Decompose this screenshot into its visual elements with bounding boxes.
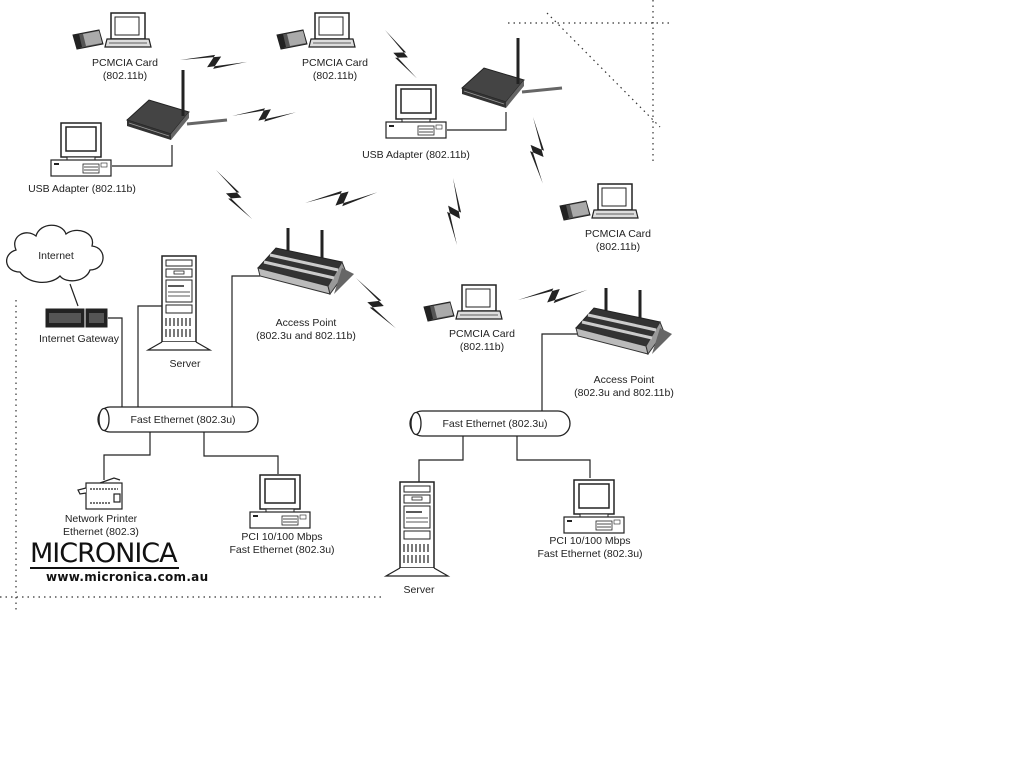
- label-line: (802.11b): [459, 341, 505, 353]
- internet-label: Internet: [36, 250, 76, 263]
- laptop-pcmcia-icon: [276, 12, 356, 50]
- wireless-bolt-icon: [506, 117, 570, 184]
- wireless-bolt-icon: [180, 31, 248, 91]
- label-line: (802.3u and 802.11b): [574, 387, 674, 399]
- label-line: (802.11b): [312, 70, 358, 82]
- label-line: Access Point: [275, 317, 337, 329]
- wireless-bolt-icon: [518, 261, 588, 329]
- pcmcia-card-label-4: PCMCIA Card (802.11b): [442, 328, 522, 354]
- server-tower-icon: [147, 255, 211, 351]
- label-line: PCI 10/100 Mbps: [241, 531, 323, 543]
- server-label-2: Server: [394, 584, 444, 597]
- label-line: Server: [169, 358, 201, 370]
- label-line: Ethernet (802.3): [63, 526, 139, 538]
- gateway-icon: [45, 308, 108, 328]
- wireless-bolt-icon: [372, 30, 430, 79]
- label-line: Internet: [38, 250, 74, 262]
- desktop-pc-icon: [563, 479, 625, 534]
- label-line: USB Adapter (802.11b): [362, 149, 470, 161]
- pci-fast-ethernet-label-2: PCI 10/100 Mbps Fast Ethernet (802.3u): [530, 535, 650, 561]
- bus-label-1: Fast Ethernet (802.3u): [130, 414, 236, 426]
- label-line: PCMCIA Card: [92, 57, 158, 69]
- access-point-icon: [574, 286, 674, 356]
- bus-2-cylinder: [409, 410, 571, 437]
- server-label-1: Server: [160, 358, 210, 371]
- micronica-logo: MICRONICA: [30, 538, 179, 569]
- access-point-label-1: Access Point (802.3u and 802.11b): [246, 317, 366, 343]
- label-line: Access Point: [593, 374, 655, 386]
- wireless-bolt-icon: [424, 178, 486, 246]
- bus-label-2: Fast Ethernet (802.3u): [442, 418, 548, 430]
- dotted-frame: [0, 0, 672, 610]
- wireless-bolt-icon: [305, 162, 378, 233]
- internet-gateway-label: Internet Gateway: [34, 333, 124, 346]
- label-line: (802.11b): [102, 70, 148, 82]
- access-point-icon: [256, 226, 356, 296]
- wireless-bolt-icon: [204, 170, 265, 220]
- wireless-router-icon: [460, 36, 564, 110]
- label-line: (802.3u and 802.11b): [256, 330, 356, 342]
- desktop-pc-icon: [385, 84, 447, 139]
- pci-fast-ethernet-label-1: PCI 10/100 Mbps Fast Ethernet (802.3u): [222, 531, 342, 557]
- label-line: Network Printer: [64, 513, 138, 525]
- label-line: PCI 10/100 Mbps: [549, 535, 631, 547]
- laptop-pcmcia-icon: [423, 284, 503, 322]
- access-point-label-2: Access Point (802.3u and 802.11b): [564, 374, 684, 400]
- laptop-pcmcia-icon: [72, 12, 152, 50]
- label-line: Server: [403, 584, 435, 596]
- desktop-pc-icon: [249, 474, 311, 529]
- network-printer-label: Network Printer Ethernet (802.3): [56, 513, 146, 539]
- label-line: (802.11b): [595, 241, 641, 253]
- label-line: PCMCIA Card: [449, 328, 515, 340]
- desktop-pc-icon: [50, 122, 112, 177]
- bus-1-cylinder: [97, 406, 259, 433]
- printer-icon: [77, 477, 123, 510]
- pcmcia-card-label-3: PCMCIA Card (802.11b): [578, 228, 658, 254]
- usb-adapter-label-2: USB Adapter (802.11b): [356, 149, 476, 162]
- wireless-link-bolts: [180, 30, 588, 329]
- pcmcia-card-label-1: PCMCIA Card (802.11b): [85, 57, 165, 83]
- label-line: PCMCIA Card: [302, 57, 368, 69]
- pcmcia-card-label-2: PCMCIA Card (802.11b): [295, 57, 375, 83]
- label-line: Fast Ethernet (802.3u): [229, 544, 335, 556]
- server-tower-icon: [385, 481, 449, 577]
- wires: [69, 112, 591, 482]
- usb-adapter-label-1: USB Adapter (802.11b): [22, 183, 142, 196]
- wireless-bolt-icon: [232, 84, 296, 144]
- label-line: PCMCIA Card: [585, 228, 651, 240]
- label-line: Fast Ethernet (802.3u): [537, 548, 643, 560]
- cloud-icon: [6, 224, 104, 283]
- laptop-pcmcia-icon: [559, 183, 639, 221]
- label-line: USB Adapter (802.11b): [28, 183, 136, 195]
- label-line: Internet Gateway: [39, 333, 119, 345]
- micronica-url-link[interactable]: www.micronica.com.au: [46, 570, 209, 584]
